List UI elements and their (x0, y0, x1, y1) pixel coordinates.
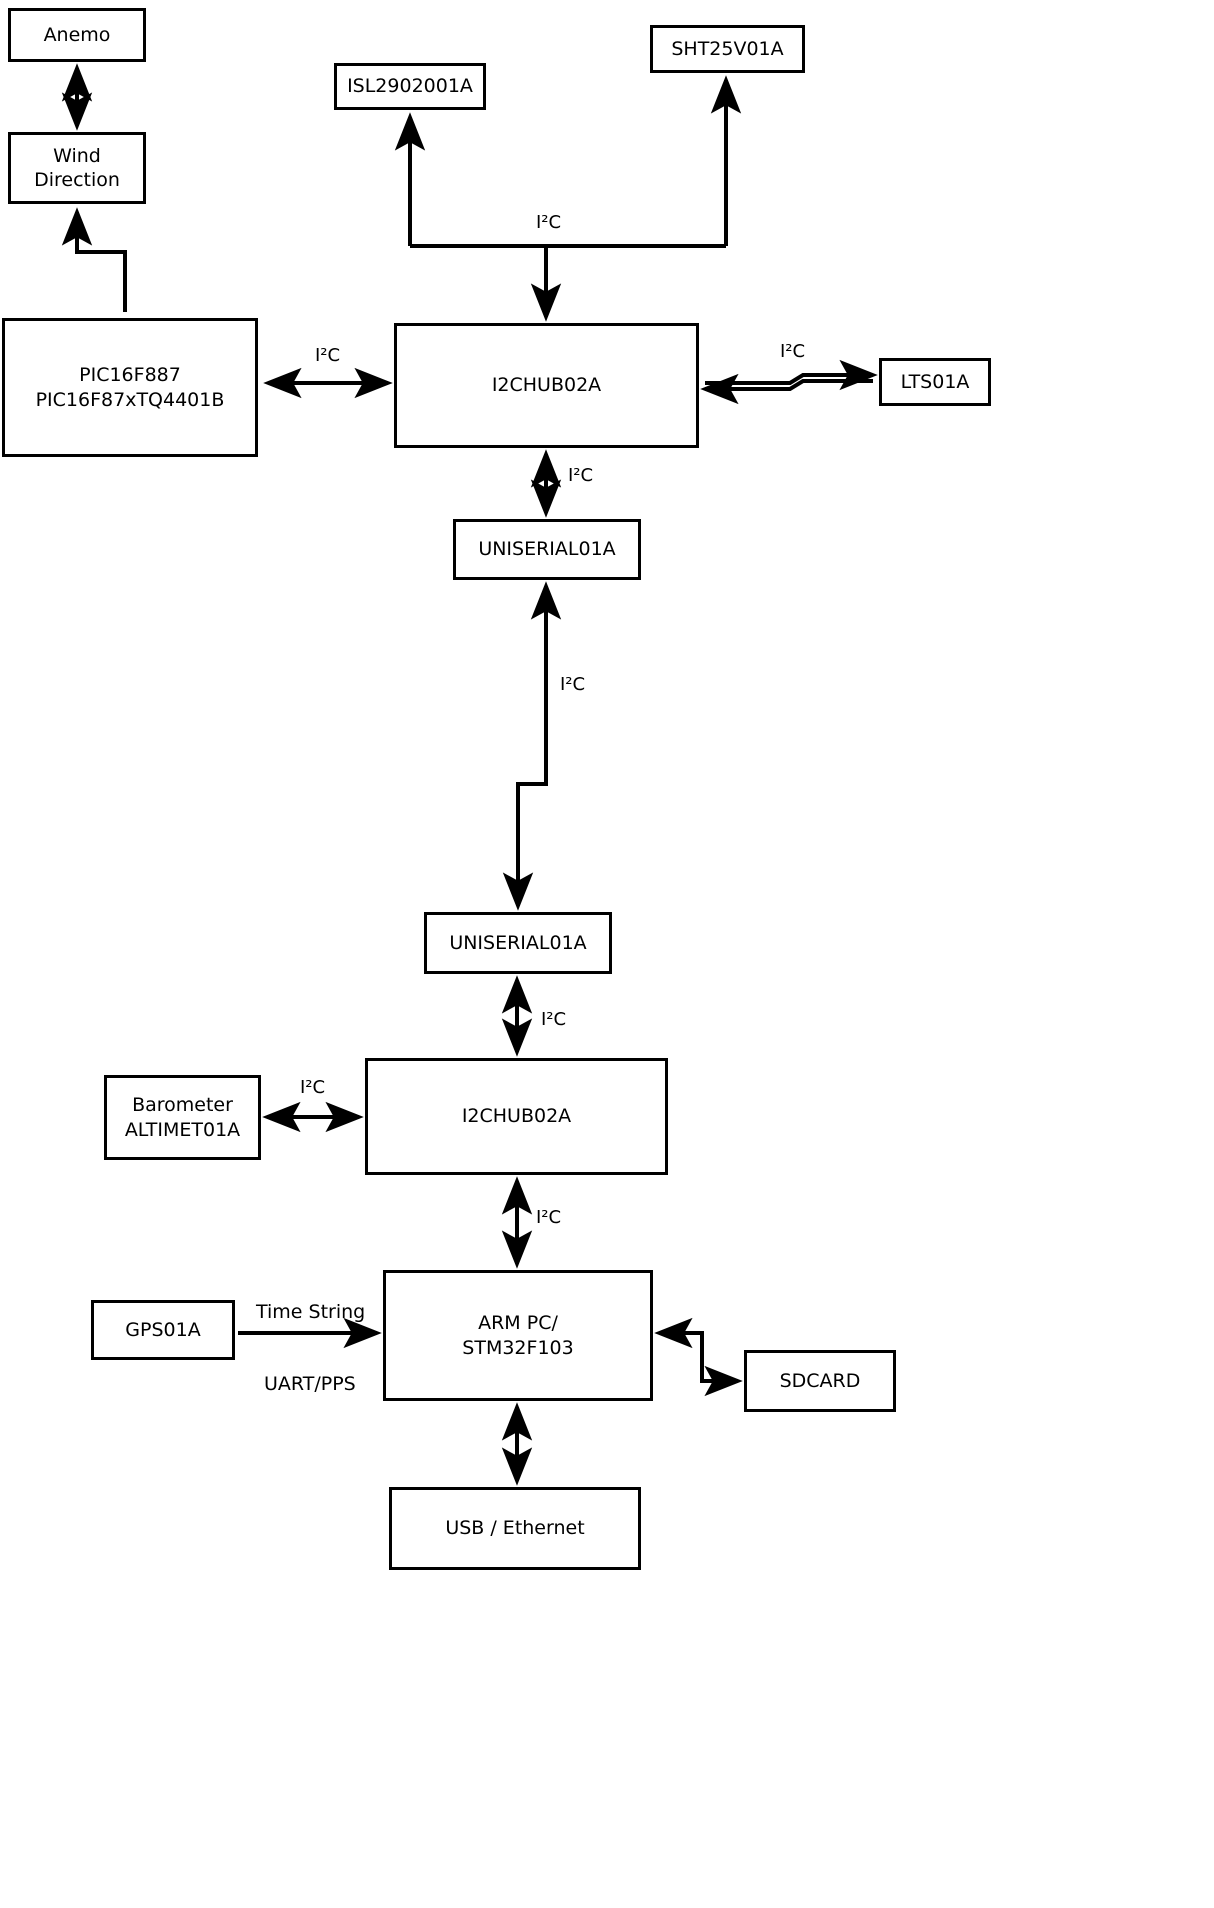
node-sdcard[interactable]: SDCARD (744, 1350, 896, 1412)
edge-label-i2c-uniserial-hub2: I²C (541, 1009, 567, 1030)
node-arm-pc-stm32f103[interactable]: ARM PC/ STM32F103 (383, 1270, 653, 1401)
node-uniserial01a-bottom[interactable]: UNISERIAL01A (424, 912, 612, 974)
node-lts01a[interactable]: LTS01A (879, 358, 991, 406)
edge-label-i2c-hub2-arm: I²C (536, 1207, 562, 1228)
node-wind-direction[interactable]: Wind Direction (8, 132, 146, 204)
node-i2chub02a-bottom[interactable]: I2CHUB02A (365, 1058, 668, 1175)
edge-label-i2c-barometer-hub2: I²C (300, 1077, 326, 1098)
node-pic16f887[interactable]: PIC16F887 PIC16F87xTQ4401B (2, 318, 258, 457)
conn-hub-lts (705, 359, 878, 391)
node-anemo[interactable]: Anemo (8, 8, 146, 62)
conn-pic-winddir (61, 207, 127, 312)
node-isl2902001a[interactable]: ISL2902001A (334, 63, 486, 110)
node-barometer-altimet01a[interactable]: Barometer ALTIMET01A (104, 1075, 261, 1160)
edge-label-i2c-hub-uniserial: I²C (568, 465, 594, 486)
edge-label-i2c-top-bus: I²C (536, 212, 562, 233)
node-i2chub02a-top[interactable]: I2CHUB02A (394, 323, 699, 448)
edge-label-uart-pps: UART/PPS (264, 1373, 356, 1395)
node-uniserial01a-top[interactable]: UNISERIAL01A (453, 519, 641, 580)
edge-label-i2c-uniserial-uniserial: I²C (560, 674, 586, 695)
edge-label-time-string: Time String (256, 1301, 366, 1323)
conn-unitop-unibot (516, 581, 562, 906)
node-gps01a[interactable]: GPS01A (91, 1300, 235, 1360)
node-usb-ethernet[interactable]: USB / Ethernet (389, 1487, 641, 1570)
conn-arm-sdcard (654, 1317, 738, 1383)
node-sht25v01a[interactable]: SHT25V01A (650, 25, 805, 73)
edge-label-i2c-pic-hub: I²C (315, 345, 341, 366)
edge-label-i2c-hub-lts: I²C (780, 341, 806, 362)
